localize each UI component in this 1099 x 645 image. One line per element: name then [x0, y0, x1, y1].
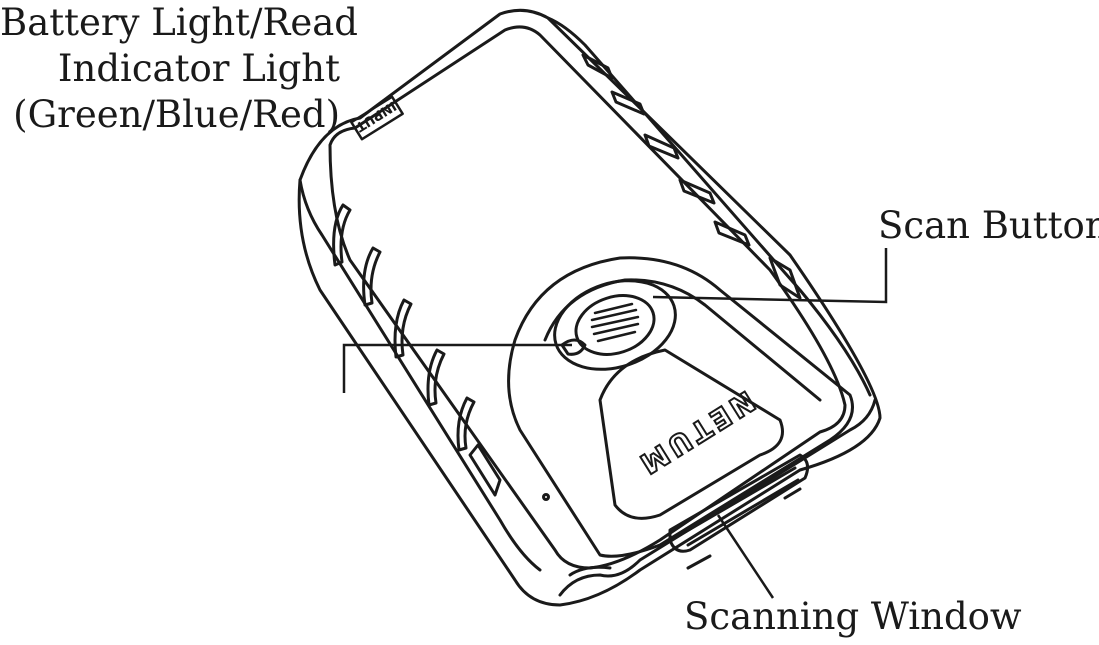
device-top-surface — [328, 25, 847, 570]
indicator-light-window — [560, 338, 587, 356]
device-side-band-right — [546, 16, 872, 397]
scan-button-grille — [590, 302, 640, 343]
grip-ridges-left — [332, 203, 502, 497]
status-dot-icon — [542, 493, 550, 501]
bottom-bumper — [558, 398, 877, 597]
brand-panel — [598, 348, 784, 520]
scanning-window-label: Scanning Window — [684, 595, 1022, 638]
battery-light-leader-line — [342, 343, 572, 393]
scan-button-inner[interactable] — [568, 286, 661, 364]
battery-light-label-line1: Battery Light/Read — [0, 1, 358, 44]
scanning-window-leader-line — [716, 514, 775, 599]
battery-light-label: Battery Light/Read Indicator Light (Gree… — [0, 0, 358, 138]
input-port-plate — [350, 95, 404, 141]
scan-head-housing — [507, 256, 854, 558]
grip-ridges-right — [581, 53, 802, 300]
battery-light-label-line2: Indicator Light — [57, 47, 340, 90]
device-side-band-left — [298, 178, 542, 572]
scanning-window — [668, 453, 810, 570]
scan-button-leader-line — [652, 248, 888, 304]
battery-light-label-line3: (Green/Blue/Red) — [13, 93, 340, 136]
scan-button-label: Scan Button — [878, 204, 1099, 247]
device-body-outline — [297, 8, 882, 607]
bottom-corner — [568, 565, 612, 577]
